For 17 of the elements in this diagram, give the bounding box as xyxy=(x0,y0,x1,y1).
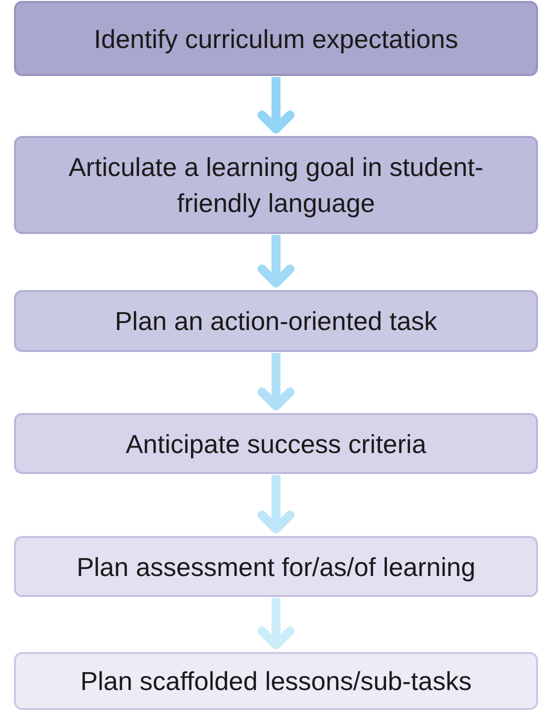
arrow xyxy=(258,77,294,134)
arrow xyxy=(258,598,294,650)
arrow xyxy=(258,235,294,288)
process-box xyxy=(14,536,538,597)
process-box xyxy=(14,1,538,76)
process-box xyxy=(14,652,538,710)
step-text: Plan scaffolded lessons/sub-tasks xyxy=(80,665,472,698)
step-text: Identify curriculum expectations xyxy=(94,22,458,56)
process-box xyxy=(14,413,538,474)
arrow xyxy=(258,353,294,410)
process-box xyxy=(14,136,538,234)
process-box xyxy=(14,290,538,352)
step-text: Plan assessment for/as/of learning xyxy=(76,550,476,584)
step-text: Anticipate success criteria xyxy=(126,428,426,460)
arrow xyxy=(258,475,294,534)
step-text: Plan an action-oriented task xyxy=(114,305,438,338)
step-text: Articulate a learning goal in student-friendly language xyxy=(68,151,484,220)
